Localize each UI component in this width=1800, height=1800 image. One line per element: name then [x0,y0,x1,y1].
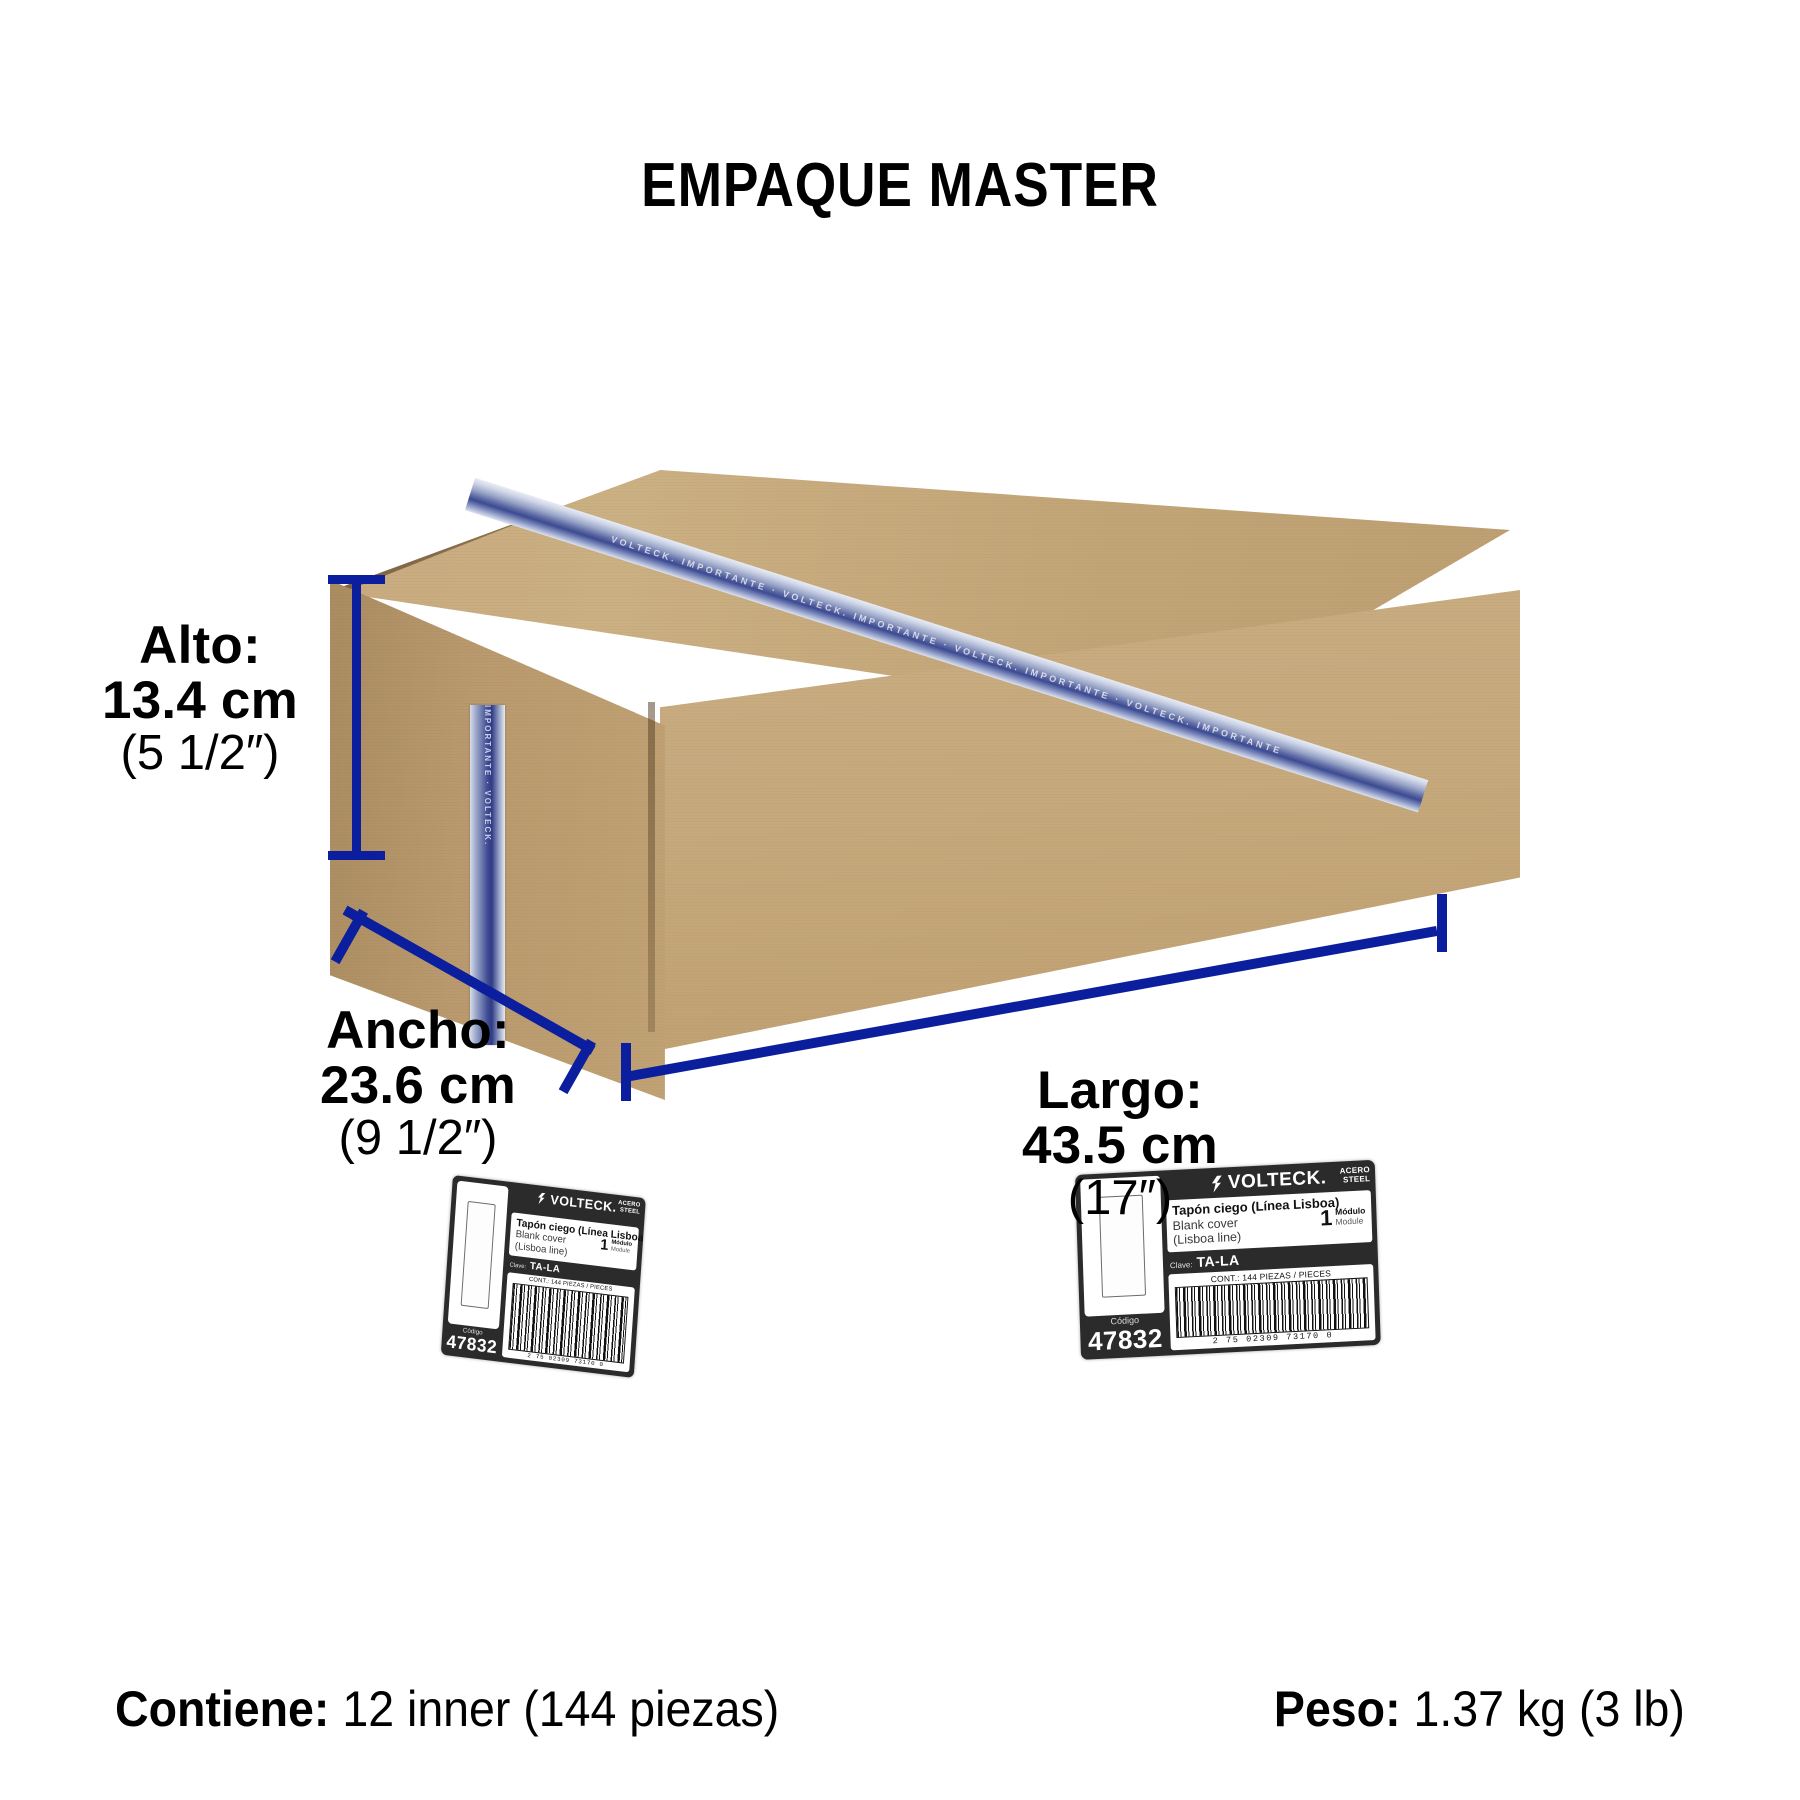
code-value: 47832 [445,1331,498,1358]
tape-brand-text-front: IMPORTANTE · VOLTECK. [483,705,492,847]
blank-cover-plate [460,1200,496,1309]
length-value-inches: (17″) [1067,1171,1173,1226]
length-value: 43.5 cm [1022,1116,1218,1176]
length-dimension-label: Largo: 43.5 cm (17″) [900,1063,1340,1224]
product-code: Código 47832 [1087,1313,1164,1357]
width-label: Ancho: [326,1001,510,1060]
width-value: 23.6 cm [320,1056,516,1116]
lightning-bolt-icon [536,1192,547,1205]
clave-caption: Clave: [1169,1259,1193,1270]
modules-count: 1 [599,1236,609,1255]
carton-corner-crease [648,702,655,1032]
page-title: EMPAQUE MASTER [641,151,1159,220]
height-value: 13.4 cm [102,671,298,731]
material-badge: ACERO STEEL [617,1200,641,1216]
weight-label: Peso: [1274,1681,1401,1737]
material-line-en: STEEL [619,1207,641,1216]
height-dimension-cap-bottom [328,851,385,860]
length-dimension-cap-end [1437,894,1447,952]
height-dimension-cap-top [328,575,385,584]
height-label: Alto: [139,616,261,675]
product-image [447,1180,509,1330]
clave-value: TA-LA [1196,1251,1240,1270]
length-label: Largo: [1036,1061,1204,1120]
material-badge: ACERO STEEL [1339,1165,1370,1185]
clave-value: TA-LA [529,1260,561,1276]
length-dimension-cap-start [621,1043,631,1101]
product-code: Código 47832 [445,1323,499,1358]
barcode-block: CONT.: 144 PIEZAS / PIECES 2 75 02309 73… [1168,1263,1376,1351]
brand-name: VOLTECK. [549,1191,618,1215]
modules-indicator: 1 Módulo Module [599,1236,633,1256]
contains-label: Contiene: [115,1681,330,1737]
contains-value: 12 inner (144 piezas) [342,1681,780,1737]
height-dimension-line [352,575,361,860]
width-dimension-label: Ancho: 23.6 cm (9 1/2″) [248,1003,588,1164]
footer: Contiene: 12 inner (144 piezas) Peso: 1.… [0,1680,1800,1738]
weight-value: 1.37 kg (3 lb) [1413,1681,1685,1737]
clave-caption: Clave: [509,1262,527,1271]
barcode-block: CONT.: 144 PIEZAS / PIECES 2 75 02309 73… [501,1272,635,1373]
brand-logo: VOLTECK. [535,1190,617,1215]
contains-info: Contiene: 12 inner (144 piezas) [115,1680,779,1738]
code-value: 47832 [1087,1322,1164,1357]
height-value-inches: (5 1/2″) [120,726,280,781]
width-value-inches: (9 1/2″) [338,1111,498,1166]
material-line-en: STEEL [1342,1174,1371,1185]
weight-info: Peso: 1.37 kg (3 lb) [1274,1680,1685,1738]
product-label-side: Código 47832 VOLTECK. ACERO STEEL [440,1175,646,1378]
modules-label-en: Module [610,1245,631,1255]
height-dimension-label: Alto: 13.4 cm (5 1/2″) [70,618,330,779]
